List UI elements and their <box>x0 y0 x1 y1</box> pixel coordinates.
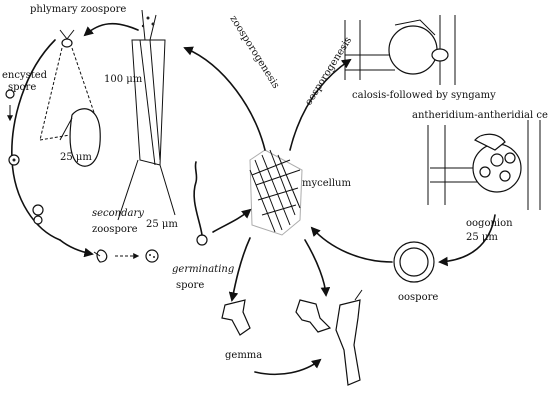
label-germinating-spore: spore <box>176 280 204 291</box>
label-oosporogenesis: oosporogenesis <box>303 35 354 107</box>
germinating-spore-icon <box>194 162 207 245</box>
label-germinating: germinating <box>172 264 234 275</box>
secondary-zoospore-2 <box>146 250 158 262</box>
label-oospore: oospore <box>398 292 438 303</box>
gemma-2 <box>296 300 330 332</box>
arrow-mycelium-to-gemma-right <box>305 240 326 295</box>
sporangium-icon <box>118 10 175 220</box>
encysted-spore-icons <box>6 90 43 224</box>
dividing-spore <box>33 205 43 215</box>
label-oogonion: oogonion <box>466 218 513 229</box>
gemma-1 <box>222 300 250 335</box>
label-secondary-zoospore: zoospore <box>92 224 138 235</box>
arrow-mycelium-to-gemma <box>232 238 250 300</box>
arrow-left-to-secondary <box>60 240 92 254</box>
arrow-sporangium-to-zoospore <box>85 24 138 35</box>
label-antheridium: antheridium-antheridial cell <box>412 110 548 121</box>
arrow-mycelium-to-zoospor <box>185 48 265 150</box>
label-gemma: gemma <box>225 350 262 361</box>
sporangium-illustration: 100 μm 25 μm <box>40 10 175 220</box>
gemma-icons <box>222 290 362 385</box>
arrow-gemma-loop <box>255 360 320 374</box>
oogonion-illustration <box>428 120 540 210</box>
cycle-arrows <box>10 24 495 375</box>
arrow-germ-to-mycelium <box>213 210 250 232</box>
scale-25um-small: 25 μm <box>60 152 92 163</box>
label-zoosporogenesis: zoosporogenesis <box>227 14 281 91</box>
label-calosis: calosis-followed by syngamy <box>352 90 496 101</box>
mycelium-icon <box>250 150 302 235</box>
arrow-oospore-to-mycelium <box>312 228 392 262</box>
calosis-illustration <box>345 15 455 85</box>
label-secondary: secondary <box>92 208 144 219</box>
label-scale-25um-left: 25 μm <box>146 219 178 230</box>
primary-zoospore-icon <box>60 30 74 47</box>
secondary-zoospore-1 <box>97 250 107 262</box>
label-scale-25um-right: 25 μm <box>466 232 498 243</box>
gemma-3 <box>336 300 360 385</box>
label-encysted-spore: spore <box>8 82 36 93</box>
label-encysted: encysted <box>2 70 48 81</box>
scale-100um: 100 μm <box>104 74 143 85</box>
oospore-icon <box>394 242 434 282</box>
label-phlymary-zoospore: phlymary zoospore <box>30 4 126 15</box>
label-mycelium: mycellum <box>302 178 351 189</box>
